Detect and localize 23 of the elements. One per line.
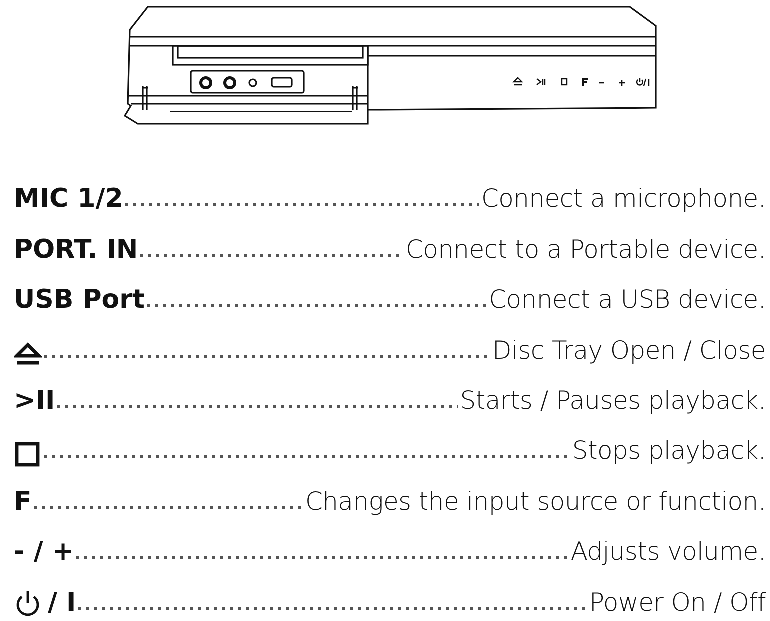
key-label: MIC 1/2 (14, 182, 124, 216)
description-text: Starts / Pauses playback. (460, 384, 766, 418)
description-text: Connect a microphone. (481, 182, 766, 216)
description-text: Disc Tray Open / Close (492, 334, 766, 368)
key-label: - / + (14, 535, 74, 570)
key-label: / I (48, 586, 76, 620)
key-label: PORT. IN (14, 232, 138, 267)
stop-icon (14, 440, 42, 468)
description-text: Changes the input source or function. (305, 484, 766, 519)
key-label: F (14, 484, 32, 519)
key-label: >II (14, 384, 56, 418)
description-text: Connect to a Portable device. (406, 232, 766, 267)
dotted-leader-line (146, 304, 488, 308)
dotted-leader-line (78, 607, 588, 610)
dotted-leader-line (34, 506, 304, 510)
key-label: USB Port (14, 283, 145, 318)
dotted-leader-line (125, 204, 480, 207)
description-text: Adjusts volume. (570, 535, 766, 570)
dotted-leader-line (76, 556, 569, 560)
description-text: Power On / Off (590, 586, 766, 620)
dotted-leader-line (57, 405, 458, 408)
description-text: Connect a USB device. (489, 283, 766, 318)
description-text: Stops playback. (572, 434, 766, 468)
